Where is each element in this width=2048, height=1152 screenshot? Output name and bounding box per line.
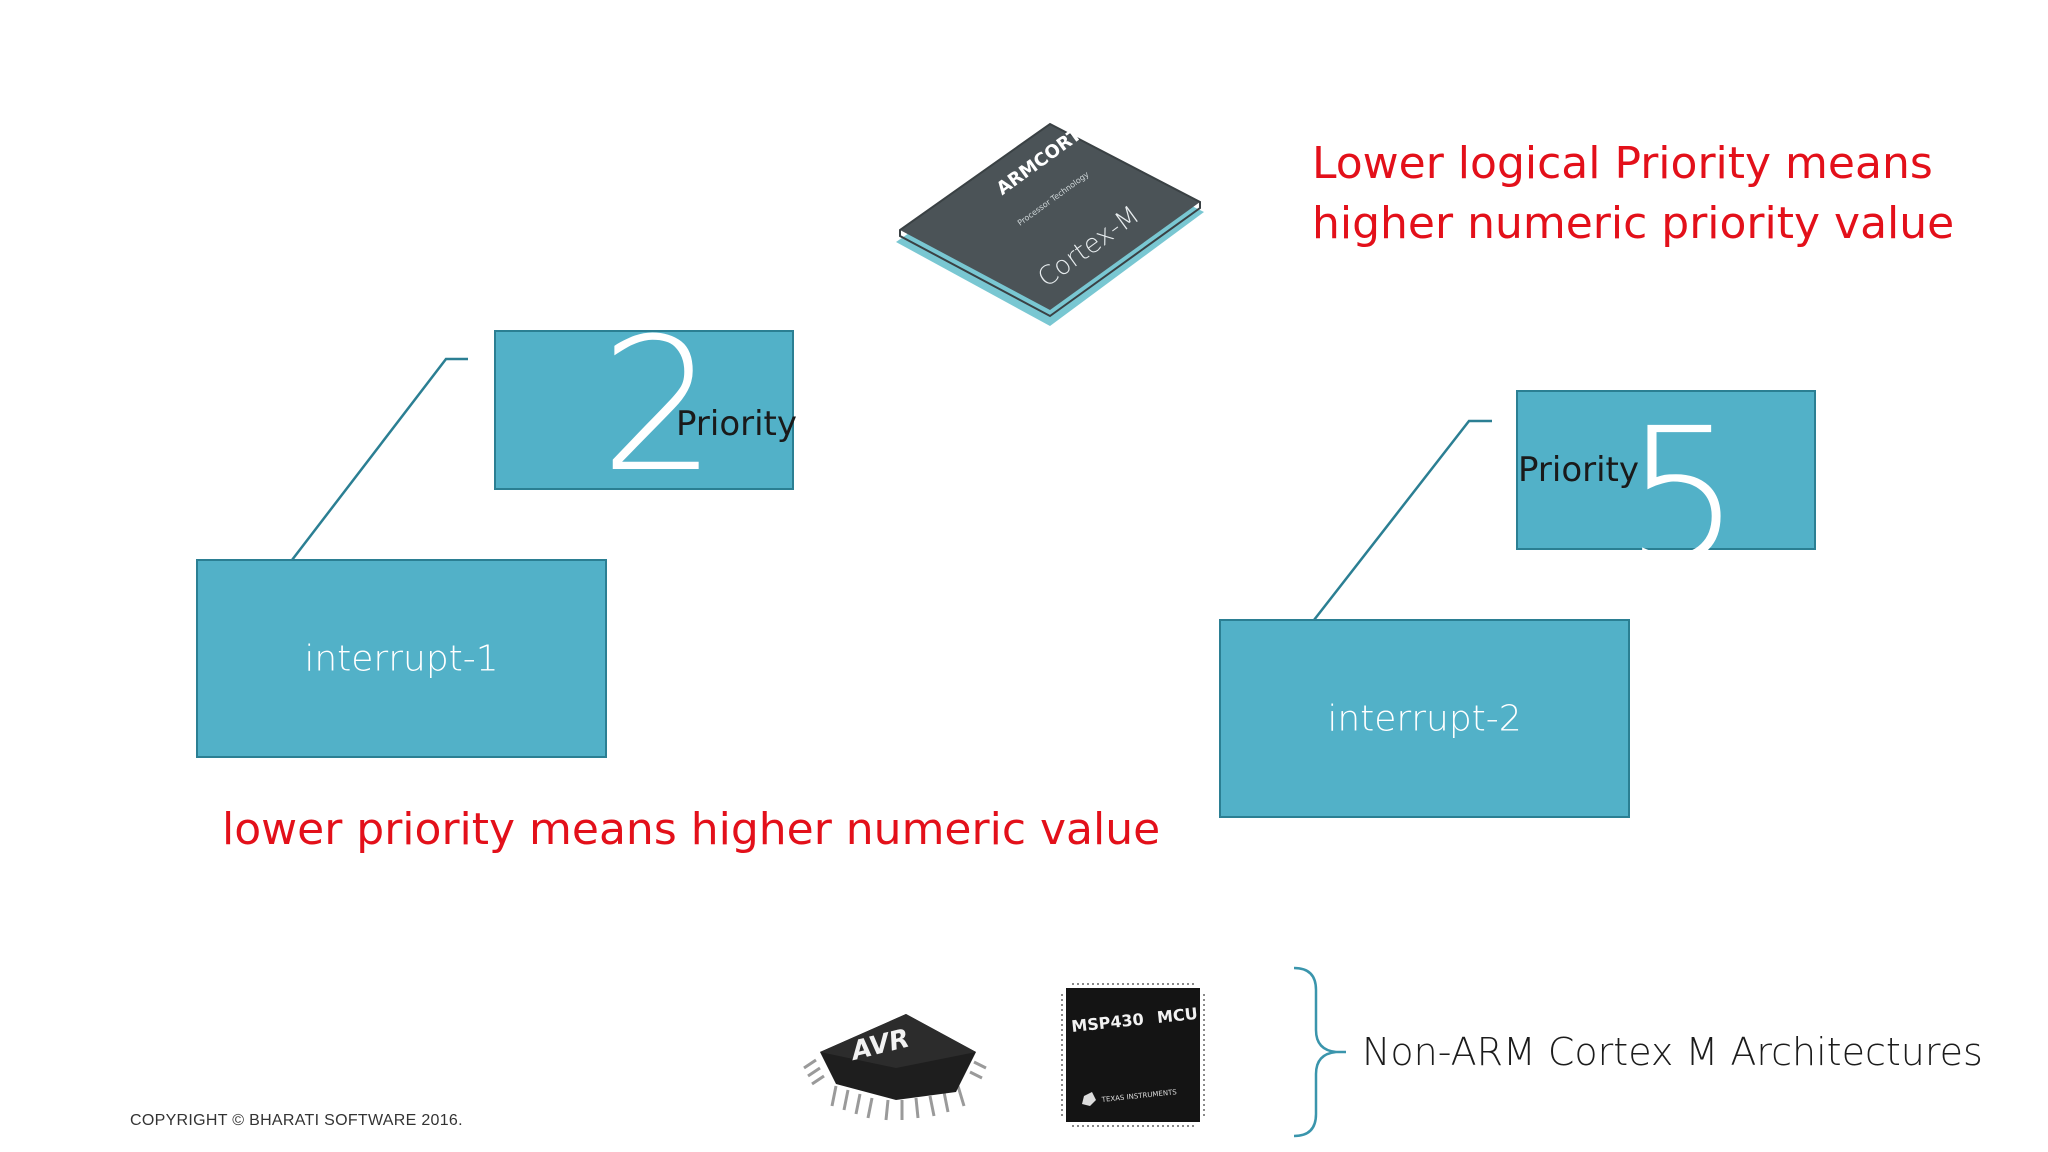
priority-value-2: 2 xyxy=(600,299,718,513)
priority-note-line-1: Lower logical Priority means xyxy=(1312,138,1933,189)
priority-word-1: Priority xyxy=(676,404,798,444)
msp430-chip: MSP430 MCU TEXAS INSTRUMENTS xyxy=(1052,974,1214,1136)
connector-interrupt-1 xyxy=(291,357,468,561)
priority-note-bottom: lower priority means higher numeric valu… xyxy=(222,804,1161,855)
ti-logo-icon xyxy=(1082,1092,1096,1106)
priority-value-5: 5 xyxy=(1624,389,1742,603)
interrupt-1-box: interrupt-1 xyxy=(196,559,607,758)
interrupt-2-box: interrupt-2 xyxy=(1219,619,1630,818)
priority-word-2: Priority xyxy=(1518,450,1640,490)
brace-icon xyxy=(1293,966,1337,1138)
priority-note-top: Lower logical Priority means higher nume… xyxy=(1312,134,1954,254)
interrupt-2-label: interrupt-2 xyxy=(1327,698,1522,739)
msp430-suffix: MCU xyxy=(1156,1004,1198,1027)
copyright-footer: COPYRIGHT © BHARATI SOFTWARE 2016. xyxy=(130,1112,463,1129)
priority-note-line-2: higher numeric priority value xyxy=(1312,198,1955,249)
priority-box-2: 2 Priority xyxy=(494,314,798,498)
connector-interrupt-2 xyxy=(1313,419,1492,621)
interrupt-1-label: interrupt-1 xyxy=(304,638,499,679)
arm-cortex-m-chip: ARMCORTEX Processor Technology Cortex-M xyxy=(894,109,1206,326)
non-arm-architectures-label: Non-ARM Cortex M Architectures xyxy=(1362,1030,1983,1074)
avr-chip: AVR xyxy=(796,1002,992,1122)
priority-box-5: Priority 5 xyxy=(1516,390,1816,588)
